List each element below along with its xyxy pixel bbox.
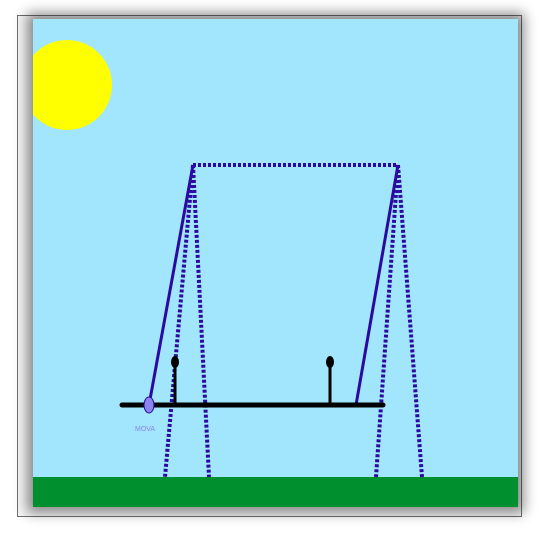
right-chain — [354, 164, 400, 406]
sun — [33, 40, 112, 130]
swing-right-back-leg — [374, 164, 400, 478]
left-chain — [147, 164, 195, 406]
pivot-point[interactable] — [143, 396, 155, 414]
left-handle[interactable] — [171, 356, 179, 405]
scene-canvas: MOVA — [33, 19, 518, 507]
right-handle[interactable] — [326, 356, 334, 405]
swing-scene: MOVA — [33, 19, 518, 507]
ground — [33, 477, 518, 507]
swing-right-front-leg — [396, 164, 424, 478]
swing-left-back-leg — [163, 164, 195, 478]
swing-left-front-leg — [191, 164, 211, 478]
pivot-label: MOVA — [135, 426, 155, 433]
sky-background — [33, 19, 518, 507]
